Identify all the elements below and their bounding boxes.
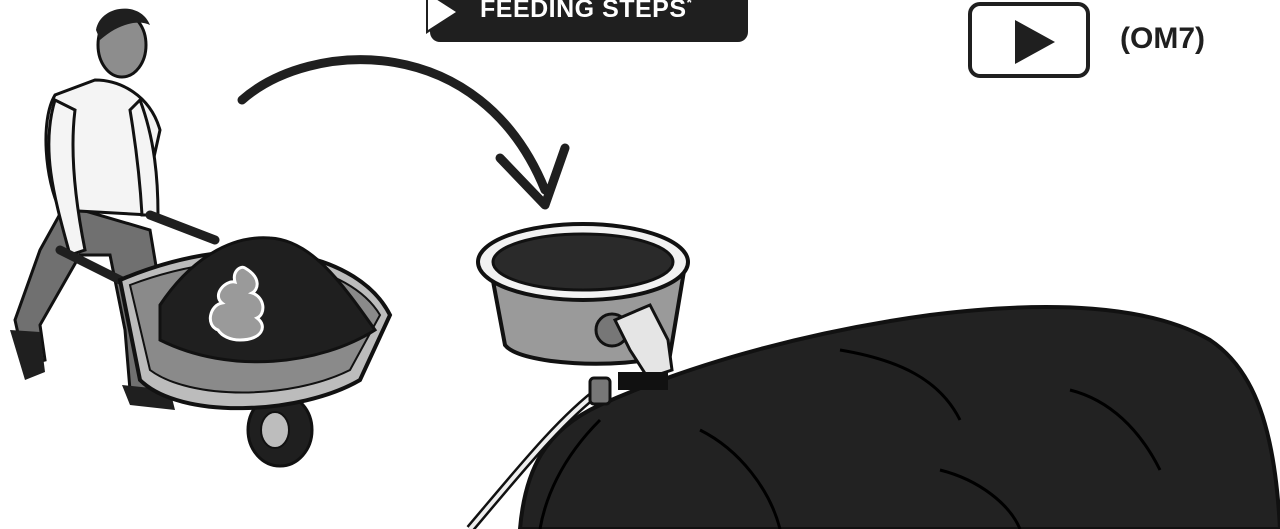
tag-arrow-icon: [428, 0, 456, 30]
play-icon: [1015, 20, 1055, 64]
video-button[interactable]: [968, 2, 1090, 78]
video-reference: (OM7): [1120, 22, 1205, 56]
inlet-tank-icon: [478, 224, 688, 390]
feeding-steps-label: FEEDING STEPS*: [480, 0, 693, 24]
feeding-steps-text: FEEDING STEPS: [480, 0, 687, 23]
arrow-icon: [242, 60, 565, 205]
feeding-steps-asterisk: *: [687, 0, 693, 10]
